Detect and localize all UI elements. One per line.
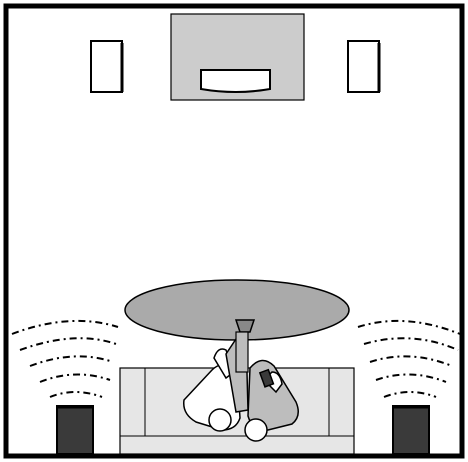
tall-speaker-icon xyxy=(90,40,123,93)
sound-wave-left-1 xyxy=(49,391,103,398)
rear-speaker-icon xyxy=(392,405,430,455)
sound-wave-icon xyxy=(357,319,461,398)
center-speaker-icon xyxy=(200,69,271,93)
front-right-speaker xyxy=(347,40,381,93)
sound-wave-icon xyxy=(11,319,119,398)
tall-speaker-icon xyxy=(347,40,380,93)
drink-glass xyxy=(234,319,256,333)
rear-speaker-icon xyxy=(56,405,94,455)
rear-right-speaker xyxy=(392,405,430,455)
coffee-table xyxy=(124,279,350,341)
sound-wave-right-2 xyxy=(375,373,447,383)
listener-right-head xyxy=(244,418,268,442)
standing-person-legs xyxy=(235,331,249,373)
sound-wave-left-5 xyxy=(11,319,119,335)
sound-wave-left-2 xyxy=(39,373,111,383)
sound-wave-left-4 xyxy=(19,337,117,351)
sound-wave-right-4 xyxy=(363,337,459,351)
remote-control-icon xyxy=(258,368,275,388)
front-left-speaker xyxy=(90,40,124,93)
listener-left-head xyxy=(208,408,232,432)
sound-wave-right-1 xyxy=(383,391,437,398)
listener-right xyxy=(244,359,299,442)
rear-left-speaker xyxy=(56,405,94,455)
